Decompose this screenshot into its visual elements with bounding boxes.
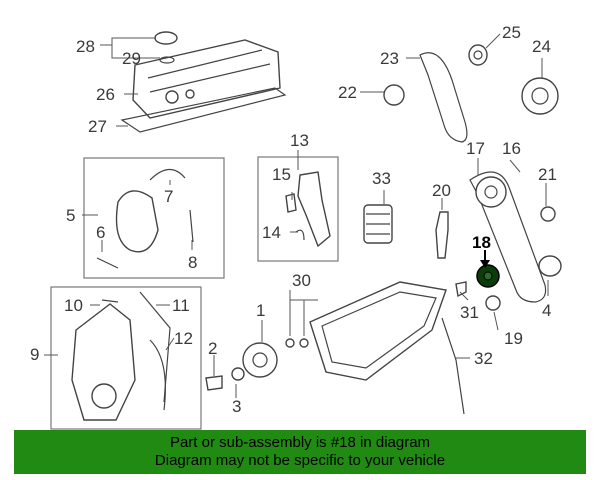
- callout-4: 4: [542, 301, 551, 320]
- callout-1: 1: [256, 301, 265, 320]
- callout-31: 31: [460, 303, 479, 322]
- banner-line-2: Diagram may not be specific to your vehi…: [154, 452, 446, 469]
- crankshaft-pulley: [242, 342, 278, 378]
- callout-20: 20: [432, 181, 451, 200]
- seal-12: [149, 339, 166, 411]
- callout-30: 30: [292, 271, 311, 290]
- callout-26: 26: [96, 85, 115, 104]
- washer-19: [485, 295, 501, 311]
- valve-cover-gasket: [120, 87, 287, 133]
- bolt-31: [455, 281, 467, 298]
- callout-22: 22: [338, 83, 357, 102]
- sprocket-18-highlighted: [476, 264, 500, 288]
- upper-timing-cover: [115, 190, 159, 253]
- engine-bracket: [297, 171, 331, 248]
- callout-15: 15: [272, 165, 291, 184]
- bracket-bolt-15: [285, 193, 297, 213]
- sprocket-25: [468, 44, 488, 66]
- seal-6: [96, 257, 119, 269]
- parts-diagram: 28 29 26 27 25 23 24 22 13 15 14 33 17 1…: [30, 23, 562, 430]
- callout-29: 29: [122, 49, 141, 68]
- idler-pulley-22: [383, 84, 405, 106]
- tensioner-arm-20: [435, 211, 449, 259]
- lower-timing-cover: [71, 303, 136, 421]
- plug-30b: [299, 338, 309, 348]
- callout-33: 33: [372, 169, 391, 188]
- seal-7: [149, 168, 186, 181]
- callout-11: 11: [172, 296, 190, 315]
- oil-pan: [309, 281, 447, 381]
- upper-timing-belt: [419, 52, 468, 143]
- bolt-2: [205, 375, 223, 391]
- callout-8: 8: [188, 253, 197, 272]
- callout-7: 7: [164, 187, 173, 206]
- cover-hole: [91, 383, 117, 409]
- info-banner: Part or sub-assembly is #18 in diagram D…: [14, 430, 586, 474]
- callout-19: 19: [504, 329, 523, 348]
- callout-17: 17: [466, 139, 485, 158]
- highlight-arrow: [480, 250, 490, 268]
- callout-28: 28: [76, 37, 95, 56]
- dipstick-32: [441, 317, 465, 415]
- oil-filter: [363, 204, 393, 244]
- washer-3: [231, 367, 245, 381]
- callout-2: 2: [208, 339, 217, 358]
- timing-belt: [469, 171, 547, 303]
- seal-10: [101, 299, 119, 303]
- callout-32: 32: [474, 349, 493, 368]
- callout-21: 21: [538, 165, 557, 184]
- callout-24: 24: [532, 37, 551, 56]
- lower-cover-group-box: [50, 286, 202, 430]
- callout-6: 6: [96, 223, 105, 242]
- tensioner-21: [540, 206, 556, 222]
- callout-5: 5: [66, 206, 75, 225]
- banner-line-1: Part or sub-assembly is #18 in diagram: [169, 434, 431, 451]
- cap-gasket: [159, 56, 175, 64]
- callout-9: 9: [30, 345, 39, 364]
- callout-3: 3: [232, 397, 241, 416]
- seal-8: [189, 209, 194, 243]
- callout-14: 14: [262, 223, 281, 242]
- plate-4: [538, 255, 562, 277]
- callout-23: 23: [380, 49, 399, 68]
- bolt-14: [295, 229, 305, 241]
- plug-30a: [285, 338, 295, 348]
- valve-cover: [132, 39, 281, 119]
- callout-18-highlighted: 18: [472, 233, 491, 252]
- camshaft-sprocket-24: [521, 77, 559, 115]
- seal-11: [139, 291, 171, 403]
- callout-13: 13: [290, 131, 309, 150]
- crank-sprocket-17: [475, 176, 507, 208]
- callout-10: 10: [64, 296, 83, 315]
- timing-cover-group-box: [83, 157, 225, 279]
- callout-12: 12: [174, 329, 193, 348]
- callout-16: 16: [502, 139, 521, 158]
- callout-27: 27: [88, 117, 107, 136]
- callout-25: 25: [502, 23, 521, 42]
